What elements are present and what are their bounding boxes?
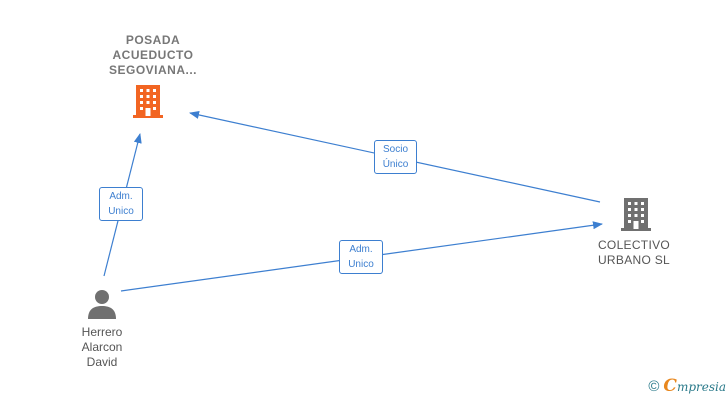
building-icon[interactable] bbox=[619, 197, 653, 233]
company-colectivo-line-1: COLECTIVO bbox=[597, 238, 671, 252]
company-colectivo-line-2: URBANO SL bbox=[597, 253, 671, 267]
company-posada-label[interactable]: POSADA ACUEDUCTO SEGOVIANA... bbox=[88, 33, 218, 78]
edge-label-line-1: Adm. bbox=[109, 191, 133, 202]
building-icon[interactable] bbox=[131, 84, 165, 120]
company-colectivo-label[interactable]: COLECTIVO URBANO SL bbox=[586, 238, 682, 268]
edge-label-line-1: Socio bbox=[382, 144, 408, 155]
person-line-3: David bbox=[86, 355, 118, 369]
edge-label-line-1: Adm. bbox=[349, 244, 373, 255]
company-posada-line-3: SEGOVIANA... bbox=[108, 63, 197, 77]
footer-brand[interactable]: ©Cmpresia bbox=[648, 376, 726, 396]
person-line-1: Herrero bbox=[81, 325, 123, 339]
copyright-symbol: © bbox=[648, 378, 660, 395]
edge-label-socio-unico: Socio Único bbox=[374, 140, 417, 174]
edge-label-line-2: Unico bbox=[108, 206, 134, 217]
person-line-2: Alarcon bbox=[81, 340, 123, 354]
company-posada-line-2: ACUEDUCTO bbox=[112, 48, 194, 62]
brand-name: mpresia bbox=[676, 380, 726, 394]
person-icon[interactable] bbox=[86, 288, 118, 320]
edge-label-line-2: Único bbox=[382, 159, 409, 170]
edge-label-line-2: Unico bbox=[348, 259, 374, 270]
brand-initial: C bbox=[663, 376, 677, 396]
person-herrero-label[interactable]: Herrero Alarcon David bbox=[62, 325, 142, 370]
edge-label-adm-unico-colectivo: Adm. Unico bbox=[339, 240, 383, 274]
company-posada-line-1: POSADA bbox=[125, 33, 181, 47]
edge-label-adm-unico-posada: Adm. Unico bbox=[99, 187, 143, 221]
